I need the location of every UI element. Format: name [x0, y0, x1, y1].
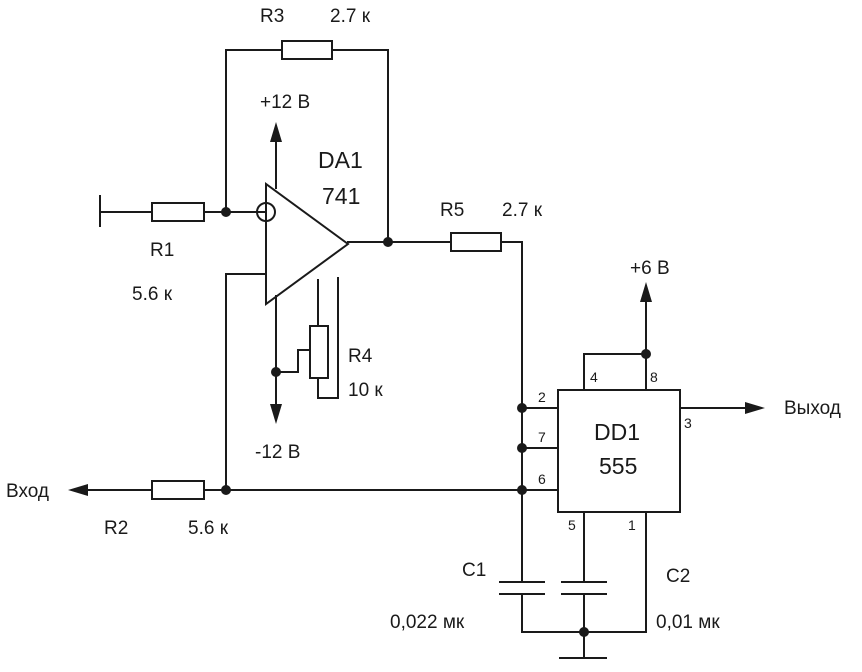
capacitor-c2: C2 0,01 мк	[561, 566, 720, 633]
arrow-up-icon	[270, 122, 282, 142]
da1-part: 741	[322, 183, 360, 209]
resistor-r2: R2 5.6 к	[104, 480, 229, 539]
pin-3-label: 3	[684, 415, 692, 431]
c1-name: C1	[462, 560, 486, 581]
dd1-name: DD1	[594, 419, 640, 445]
r5-value: 2.7 к	[502, 200, 543, 221]
resistor-r5: R5 2.7 к	[440, 200, 543, 252]
pin-1-label: 1	[628, 517, 636, 533]
capacitor-c1: C1 0,022 мк	[390, 560, 545, 633]
arrow-left-icon	[68, 484, 88, 496]
supply-pos12: +12 В	[260, 92, 310, 142]
r2-name: R2	[104, 518, 128, 539]
supply-pos6: +6 В	[630, 258, 670, 302]
pin-6-label: 6	[538, 471, 546, 487]
r1-name: R1	[150, 240, 174, 261]
r2-value: 5.6 к	[188, 518, 229, 539]
input-label: Вход	[6, 481, 49, 502]
timer-dd1: DD1 555 2 7 6 4 8 3 5 1	[538, 369, 692, 533]
arrow-up-icon	[640, 282, 652, 302]
r1-value: 5.6 к	[132, 284, 173, 305]
pin-7-label: 7	[538, 429, 546, 445]
r3-value: 2.7 к	[330, 6, 371, 27]
c2-value: 0,01 мк	[656, 612, 720, 633]
r4-value: 10 к	[348, 380, 383, 401]
resistor-r1: R1 5.6 к	[132, 202, 205, 305]
wires	[85, 49, 746, 659]
r4-name: R4	[348, 346, 373, 367]
opamp-da1: DA1 741	[256, 147, 363, 306]
output-terminal: Выход	[745, 398, 841, 419]
c1-value: 0,022 мк	[390, 612, 465, 633]
junctions	[221, 207, 651, 637]
dd1-part: 555	[599, 453, 637, 479]
output-label: Выход	[784, 398, 841, 419]
r5-name: R5	[440, 200, 464, 221]
resistor-r3: R3 2.7 к	[260, 6, 371, 60]
pin-8-label: 8	[650, 369, 658, 385]
potentiometer-r4: R4 10 к	[309, 325, 383, 401]
da1-name: DA1	[318, 147, 363, 173]
input-terminal: Вход	[6, 481, 88, 502]
r3-name: R3	[260, 6, 284, 27]
supply-pos12-label: +12 В	[260, 92, 310, 113]
supply-pos6-label: +6 В	[630, 258, 670, 279]
arrow-right-icon	[745, 402, 765, 414]
c2-name: C2	[666, 566, 690, 587]
supply-neg12: -12 В	[255, 404, 300, 463]
arrow-down-icon	[270, 404, 282, 424]
supply-neg12-label: -12 В	[255, 442, 300, 463]
pin-4-label: 4	[590, 369, 598, 385]
pin-2-label: 2	[538, 389, 546, 405]
pin-5-label: 5	[568, 517, 576, 533]
